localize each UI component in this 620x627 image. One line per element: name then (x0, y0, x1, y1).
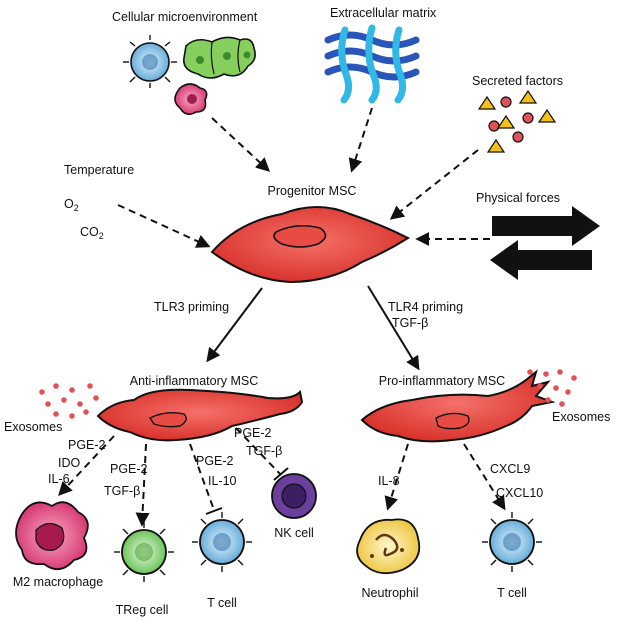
epithelial-cells-icon (182, 36, 256, 79)
label-nk-factor-2: TGF-β (246, 444, 283, 458)
label-anti-inflammatory-msc: Anti-inflammatory MSC (129, 374, 259, 388)
label-cellular-microenvironment: Cellular microenvironment (112, 10, 258, 24)
label-pro-exosomes: Exosomes (552, 410, 611, 424)
label-o2: O2 (64, 197, 79, 215)
label-pro-tcell-factor-2: CXCL10 (496, 486, 544, 500)
label-anti-exosomes: Exosomes (4, 420, 63, 434)
anti-output-arrows (58, 435, 150, 527)
label-m2-factor-3: IL-6 (48, 472, 70, 486)
nk-cell (271, 473, 317, 519)
label-treg-cell: TReg cell (115, 603, 169, 617)
label-physical-forces: Physical forces (476, 191, 561, 205)
co2-base: CO (80, 225, 99, 239)
label-co2: CO2 (80, 225, 104, 243)
label-neutrophil: Neutrophil (361, 586, 419, 600)
input-arrows (117, 107, 490, 248)
label-pro-t-cell: T cell (497, 586, 527, 600)
label-tcell-factor-2: IL-10 (208, 474, 237, 488)
treg-cell (114, 522, 174, 582)
label-nk-cell: NK cell (274, 526, 314, 540)
label-temperature: Temperature (64, 163, 135, 177)
blue-immune-cell-icon (123, 35, 177, 88)
co2-subscript: 2 (98, 231, 104, 241)
label-m2-factor-2: IDO (58, 456, 81, 470)
label-pro-inflammatory-msc: Pro-inflammatory MSC (378, 374, 506, 388)
pro-t-cell (482, 512, 542, 572)
label-m2-factor-1: PGE-2 (68, 438, 106, 452)
microenvironment-cells-icon (123, 35, 256, 116)
label-nk-factor-1: PGE-2 (234, 426, 272, 440)
label-secreted-factors: Secreted factors (472, 74, 564, 88)
label-pro-tcell-factor-1: CXCL9 (490, 462, 531, 476)
label-tlr3-priming: TLR3 priming (154, 300, 230, 314)
o2-base: O (64, 197, 74, 211)
neutrophil-cell (356, 518, 421, 575)
physical-forces-icon (490, 206, 600, 280)
anti-t-cell (192, 512, 252, 572)
label-treg-factor-2: TGF-β (104, 484, 141, 498)
pink-cell-icon (174, 83, 208, 116)
pro-output-arrows (384, 443, 506, 511)
label-anti-t-cell: T cell (207, 596, 237, 610)
anti-inhibition-lines (189, 427, 289, 515)
label-tgf-beta-priming: TGF-β (392, 316, 429, 330)
pro-exosomes-icon (527, 369, 577, 407)
m2-macrophage-cell (15, 501, 89, 570)
label-tlr4-priming: TLR4 priming (388, 300, 464, 314)
extracellular-matrix-icon (324, 24, 420, 104)
label-neutrophil-factor: IL-8 (378, 474, 400, 488)
label-tcell-factor-1: PGE-2 (196, 454, 234, 468)
anti-exosomes-icon (39, 383, 99, 419)
label-extracellular-matrix: Extracellular matrix (330, 6, 437, 20)
pro-inflammatory-msc-cell (360, 369, 556, 443)
o2-subscript: 2 (73, 203, 79, 213)
anti-inflammatory-msc-cell (96, 388, 304, 442)
label-treg-factor-1: PGE-2 (110, 462, 148, 476)
label-m2-macrophage: M2 macrophage (12, 575, 104, 589)
progenitor-msc-cell (210, 206, 411, 284)
priming-arrows (206, 285, 420, 371)
secreted-factors-icon (477, 89, 557, 153)
label-progenitor-msc: Progenitor MSC (267, 184, 357, 198)
